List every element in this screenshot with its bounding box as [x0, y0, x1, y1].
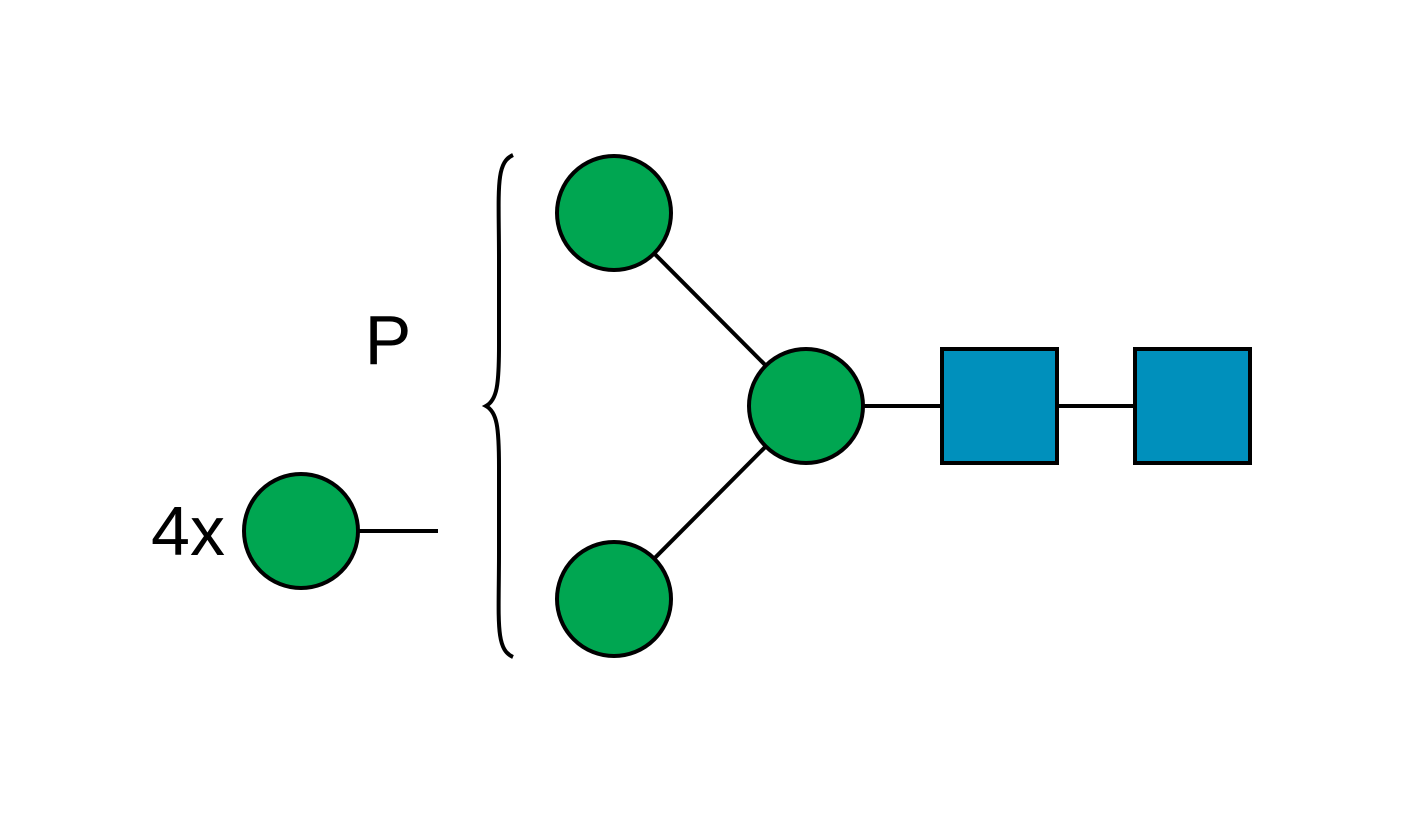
- bracket-icon: [481, 153, 514, 659]
- glcnac-inner: [940, 347, 1059, 465]
- residues: [242, 154, 1252, 658]
- mannose-core: [747, 347, 865, 465]
- glcnac-reducing-end: [1133, 347, 1252, 465]
- mannose-lower: [555, 540, 673, 658]
- mannose-repeat: [242, 472, 360, 590]
- repeat-count-label: 4x: [151, 492, 225, 570]
- group-label: P: [365, 301, 412, 379]
- mannose-upper: [555, 154, 673, 272]
